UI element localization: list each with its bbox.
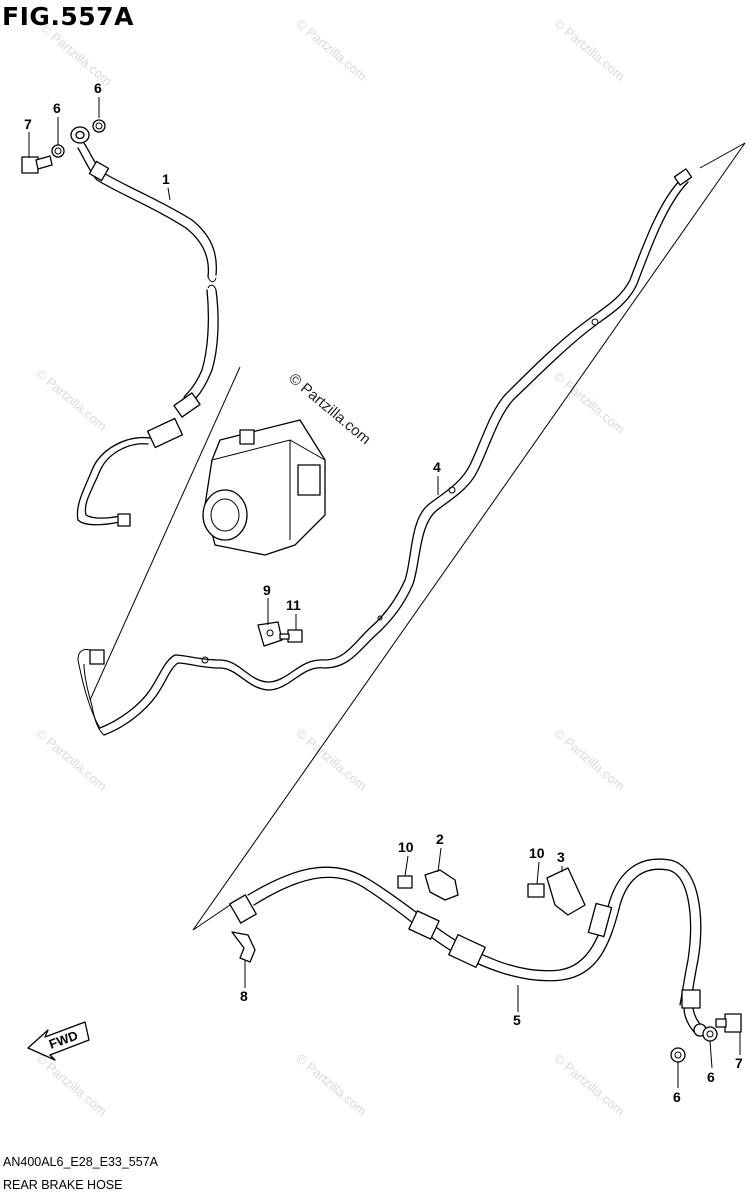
- clamp-2: [424, 869, 459, 901]
- clamp-9: [257, 621, 283, 647]
- callout-10-left: 10: [398, 839, 414, 855]
- callout-1: 1: [162, 171, 170, 187]
- callouts: 1 6 6 7 4 9 11 10 2 10 3 5 8 6 6 7: [24, 80, 743, 1105]
- watermark: © Partzilla.com: [293, 16, 370, 84]
- abs-unit: [202, 419, 326, 556]
- callout-6-right: 6: [707, 1069, 715, 1085]
- watermark: © Partzilla.com: [293, 726, 370, 794]
- top-left-hardware: [21, 119, 106, 174]
- watermark: © Partzilla.com: [293, 1051, 370, 1119]
- callout-6-bottom: 6: [673, 1089, 681, 1105]
- callout-7-bottom: 7: [735, 1055, 743, 1071]
- watermark: © Partzilla.com: [551, 16, 628, 84]
- callout-2: 2: [436, 831, 444, 847]
- clip-8: [231, 931, 256, 963]
- callout-3: 3: [557, 849, 565, 865]
- callout-7-top: 7: [24, 116, 32, 132]
- fwd-arrow: FWD: [27, 1021, 90, 1061]
- watermark: © Partzilla.com: [551, 1051, 628, 1119]
- watermark: © Partzilla.com: [33, 1051, 110, 1119]
- leader-lines: [28, 97, 741, 1088]
- brake-hose-1: [70, 126, 219, 527]
- callout-9: 9: [263, 582, 271, 598]
- bottom-right-hardware: [670, 1013, 742, 1063]
- callout-5: 5: [513, 1012, 521, 1028]
- diagram-caption: REAR BRAKE HOSE: [3, 1178, 123, 1192]
- brake-hose-5: [229, 858, 707, 1037]
- reference-lines: [89, 142, 746, 931]
- callout-10-right: 10: [529, 845, 545, 861]
- bolt-10-right: [527, 883, 545, 898]
- callout-6-left: 6: [53, 100, 61, 116]
- bracket-3: [546, 867, 586, 916]
- figure-title: FIG.557A: [2, 2, 134, 31]
- watermark: © Partzilla.com: [33, 726, 110, 794]
- callout-8: 8: [240, 988, 248, 1004]
- diagram-code: AN400AL6_E28_E33_557A: [3, 1155, 158, 1169]
- bolt-11: [279, 629, 303, 643]
- watermark: © Partzilla.com: [33, 366, 110, 434]
- callout-11: 11: [286, 597, 301, 613]
- callout-4: 4: [433, 459, 441, 475]
- callout-6-top: 6: [94, 80, 102, 96]
- watermark: © Partzilla.com: [38, 21, 115, 89]
- watermark: © Partzilla.com: [551, 726, 628, 794]
- bolt-10-left: [397, 875, 413, 889]
- watermarks: © Partzilla.com © Partzilla.com © Partzi…: [33, 16, 628, 1119]
- brake-pipe-4: [77, 168, 693, 736]
